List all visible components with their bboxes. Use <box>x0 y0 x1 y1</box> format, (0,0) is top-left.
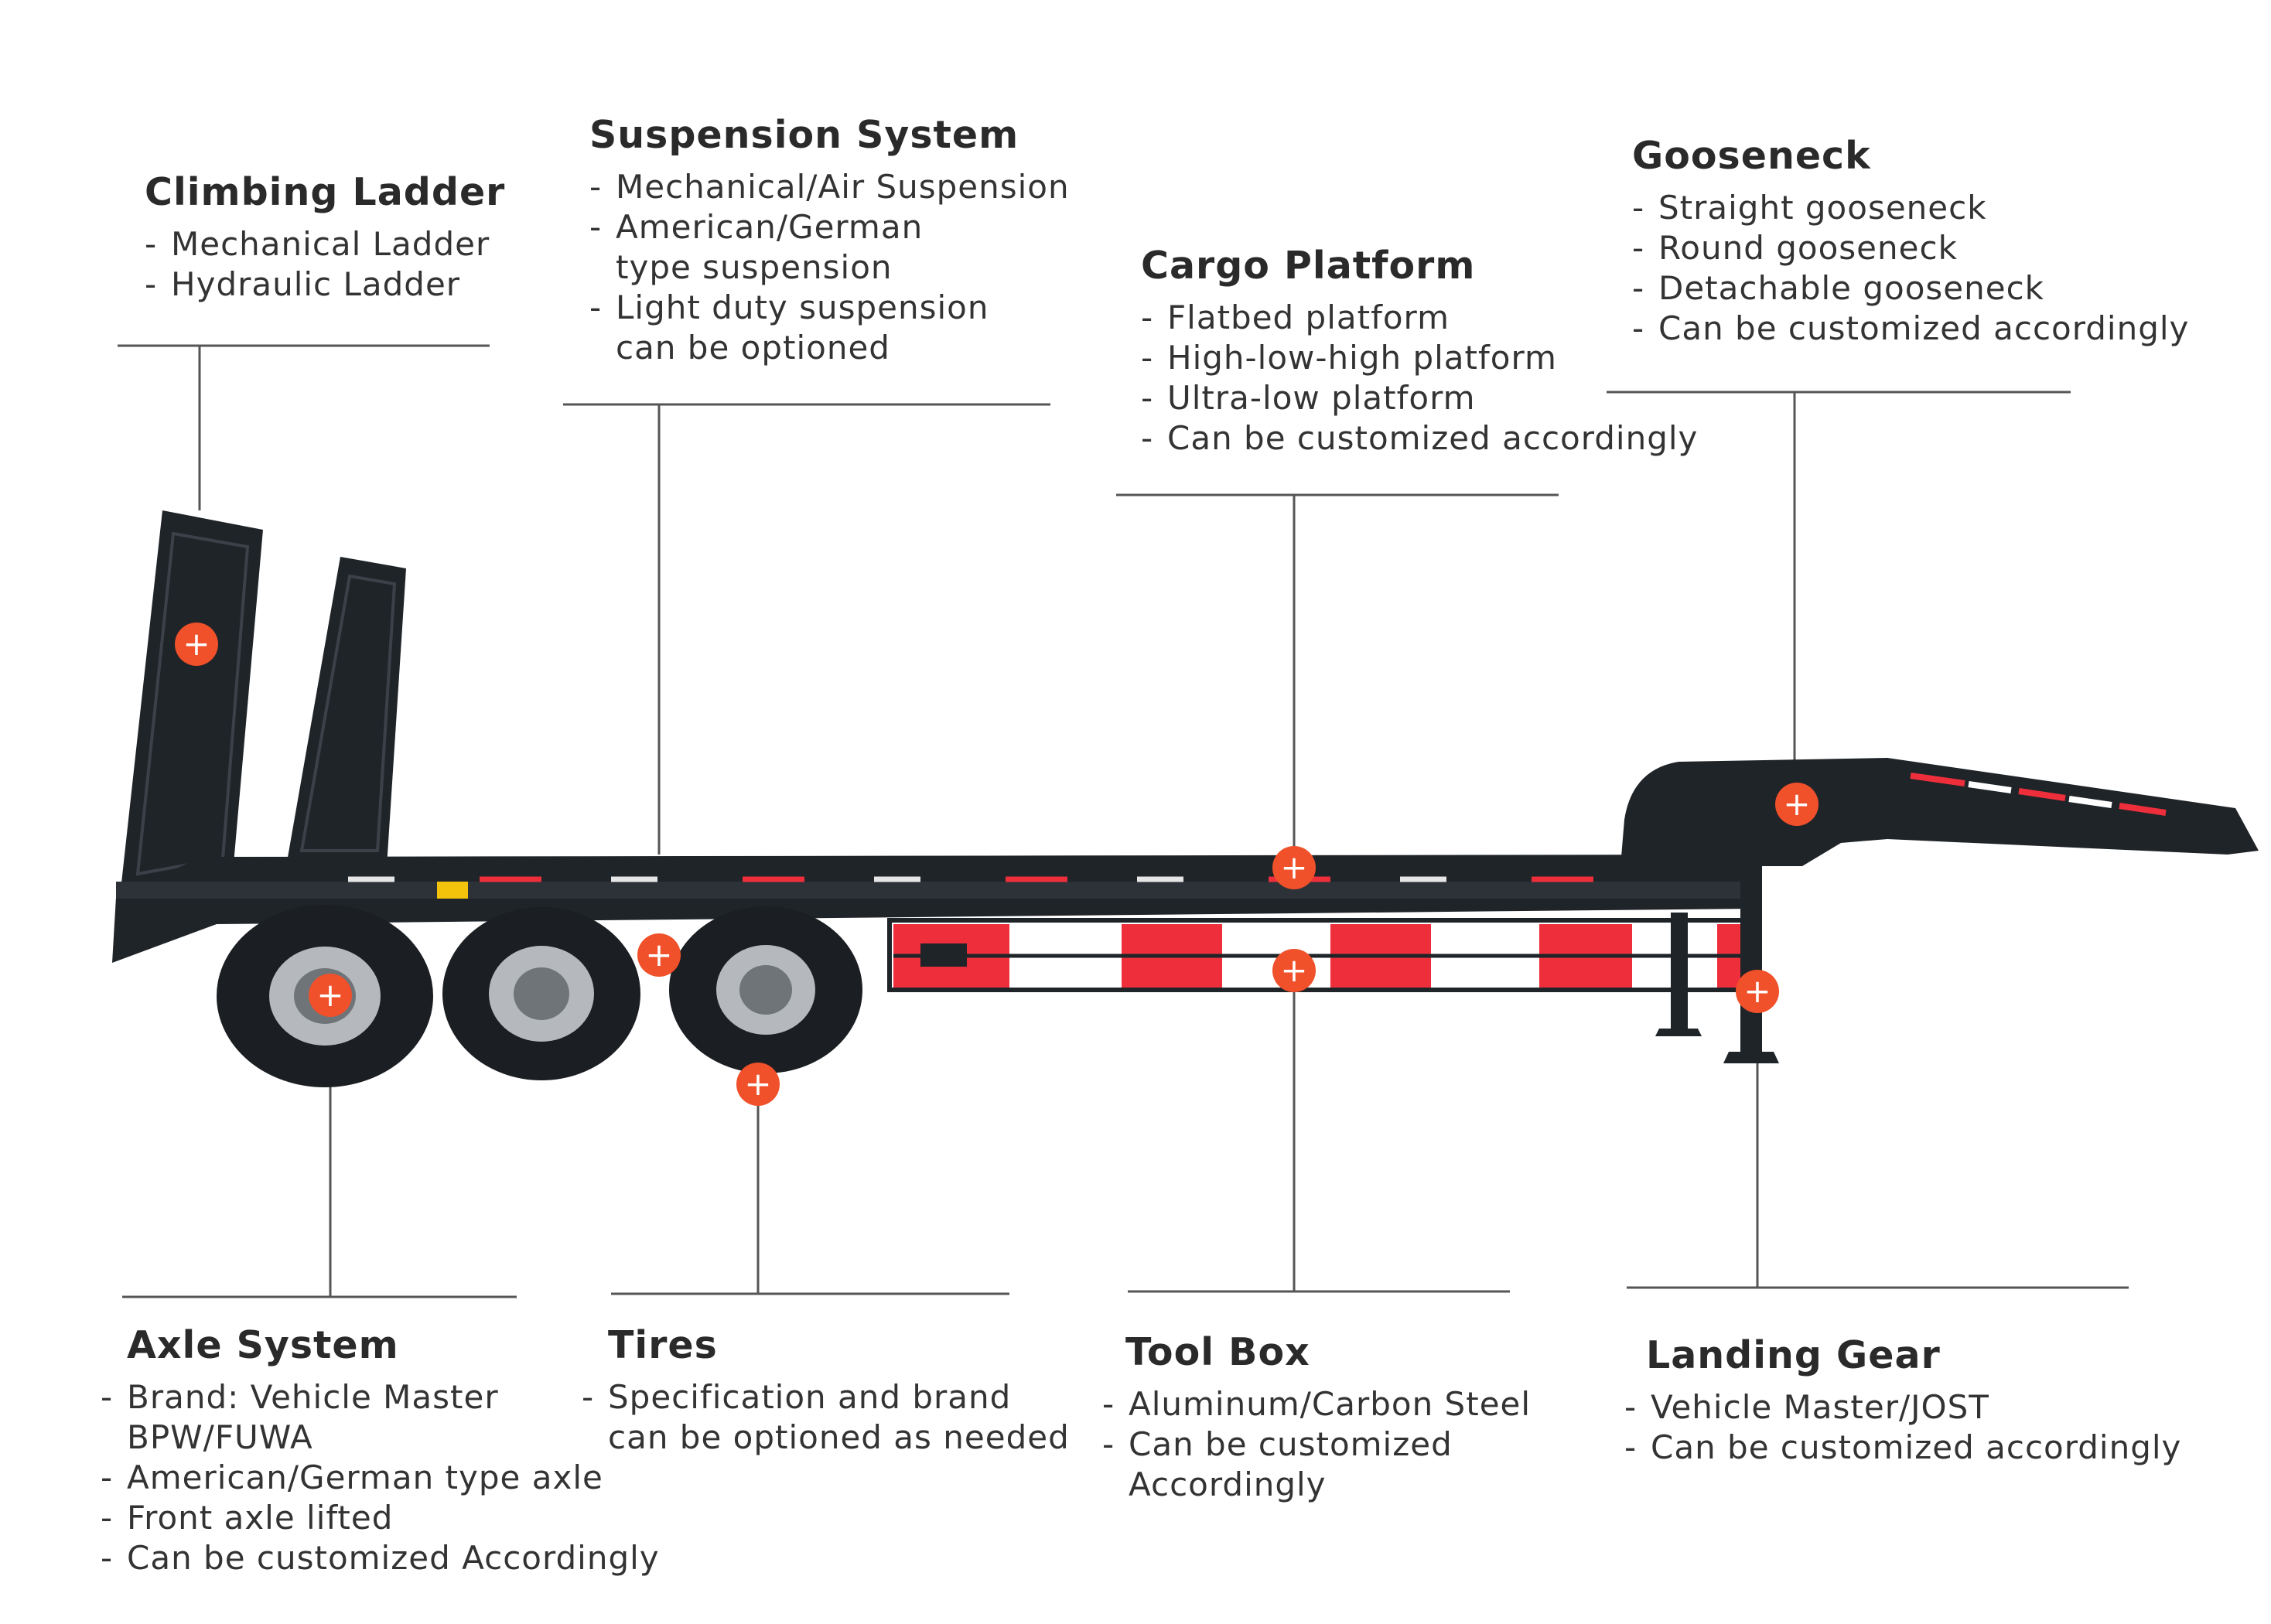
gooseneck-reflectors <box>1910 773 2167 816</box>
climbing-ladder-list: -Mechanical Ladder -Hydraulic Ladder <box>145 224 505 305</box>
list-item: -Can be customized Accordingly <box>101 1538 660 1577</box>
leader-lines <box>118 344 2129 1298</box>
landing-gear-list: -Vehicle Master/JOST -Can be customized … <box>1624 1387 2181 1468</box>
callout-markers: + + + + + + + <box>175 623 1819 1106</box>
landing-gear-callout: Landing Gear -Vehicle Master/JOST -Can b… <box>1624 1335 2181 1468</box>
axle-system-callout: Axle System -Brand: Vehicle Master BPW/F… <box>101 1325 660 1578</box>
list-item: -American/German <box>589 207 924 246</box>
suspension-system-callout: Suspension System -Mechanical/Air Suspen… <box>589 114 1070 368</box>
list-item: -Specification and brand <box>582 1377 1012 1416</box>
svg-text:+: + <box>645 936 672 974</box>
list-item: -High-low-high platform <box>1141 338 1557 377</box>
list-item: -Ultra-low platform <box>1141 378 1476 417</box>
list-item: -Flatbed platform <box>1141 298 1450 336</box>
axle-system-list: -Brand: Vehicle Master BPW/FUWA -America… <box>101 1377 660 1578</box>
marker-tires[interactable]: + <box>736 1063 780 1106</box>
list-item: -Straight gooseneck <box>1632 188 1987 227</box>
cargo-platform-title: Cargo Platform <box>1141 244 1476 288</box>
tool-box-rail <box>887 918 1750 992</box>
svg-text:+: + <box>316 976 343 1014</box>
wheel-2 <box>442 907 640 1080</box>
gooseneck-body <box>1620 758 2259 866</box>
landing-leg-rear <box>1671 913 1688 1029</box>
marker-landing-gear[interactable]: + <box>1736 970 1779 1013</box>
marker-suspension-system[interactable]: + <box>637 933 681 977</box>
cargo-platform-list: -Flatbed platform -High-low-high platfor… <box>1141 298 1698 459</box>
list-item: Accordingly <box>1129 1465 1327 1503</box>
cargo-platform-callout: Cargo Platform -Flatbed platform -High-l… <box>1141 245 1698 459</box>
ladder-right-edge <box>299 574 397 852</box>
svg-text:+: + <box>1783 785 1810 823</box>
list-item: BPW/FUWA <box>127 1418 313 1456</box>
svg-text:+: + <box>1280 951 1307 989</box>
climbing-ladders <box>120 510 406 897</box>
marker-lamp <box>437 882 468 899</box>
list-item: -Hydraulic Ladder <box>145 264 461 303</box>
marker-axle-system[interactable]: + <box>309 974 352 1017</box>
marker-gooseneck[interactable]: + <box>1775 783 1819 826</box>
deck-top <box>116 882 1748 899</box>
marker-cargo-platform[interactable]: + <box>1272 846 1316 889</box>
list-item: -Round gooseneck <box>1632 228 1958 267</box>
axle-system-title: Axle System <box>127 1323 399 1367</box>
list-item: -Can be customized accordingly <box>1141 418 1699 457</box>
list-item: can be optioned as needed <box>608 1418 1070 1456</box>
list-item: -Vehicle Master/JOST <box>1624 1387 1989 1426</box>
landing-gear-legs <box>1655 866 1779 1063</box>
list-item: type suspension <box>616 247 893 286</box>
list-item: -American/German type axle <box>101 1458 603 1496</box>
main-deck <box>112 855 1756 963</box>
list-item: -Aluminum/Carbon Steel <box>1102 1384 1532 1423</box>
suspension-system-title: Suspension System <box>589 113 1019 157</box>
gooseneck-callout: Gooseneck -Straight gooseneck -Round goo… <box>1632 135 2189 349</box>
list-item: -Mechanical Ladder <box>145 224 490 263</box>
list-item: -Can be customized <box>1102 1424 1453 1463</box>
landing-leg-front <box>1740 866 1762 1052</box>
svg-text:+: + <box>1743 972 1771 1010</box>
svg-text:+: + <box>1280 848 1307 886</box>
list-item: -Brand: Vehicle Master <box>101 1377 499 1416</box>
suspension-system-list: -Mechanical/Air Suspension -American/Ger… <box>589 167 1070 368</box>
ladder-right <box>286 557 406 866</box>
climbing-ladder-title: Climbing Ladder <box>145 170 506 214</box>
landing-gear-title: Landing Gear <box>1646 1333 1941 1377</box>
list-item: -Front axle lifted <box>101 1498 394 1537</box>
wheel-3 <box>669 906 862 1073</box>
list-item: can be optioned <box>616 328 890 367</box>
climbing-ladder-callout: Climbing Ladder -Mechanical Ladder -Hydr… <box>145 172 505 305</box>
gooseneck-deck <box>1620 758 2259 866</box>
tires-title: Tires <box>608 1323 718 1367</box>
marker-climbing-ladder[interactable]: + <box>175 623 218 666</box>
svg-text:+: + <box>744 1065 771 1103</box>
tool-box-list: -Aluminum/Carbon Steel -Can be customize… <box>1102 1384 1531 1505</box>
tool-box-callout: Tool Box -Aluminum/Carbon Steel -Can be … <box>1102 1332 1531 1505</box>
gooseneck-list: -Straight gooseneck -Round gooseneck -De… <box>1632 188 2189 349</box>
svg-text:+: + <box>183 625 210 663</box>
list-item: -Can be customized accordingly <box>1632 309 2190 347</box>
tool-box-title: Tool Box <box>1125 1330 1310 1374</box>
marker-tool-box[interactable]: + <box>1272 949 1316 992</box>
list-item: -Can be customized accordingly <box>1624 1428 2182 1466</box>
tires-callout: Tires -Specification and brand can be op… <box>582 1325 1070 1458</box>
list-item: -Mechanical/Air Suspension <box>589 167 1070 206</box>
tires-list: -Specification and brand can be optioned… <box>582 1377 1070 1458</box>
list-item: -Light duty suspension <box>589 288 989 326</box>
list-item: -Detachable gooseneck <box>1632 268 2045 307</box>
gooseneck-title: Gooseneck <box>1632 134 1871 178</box>
